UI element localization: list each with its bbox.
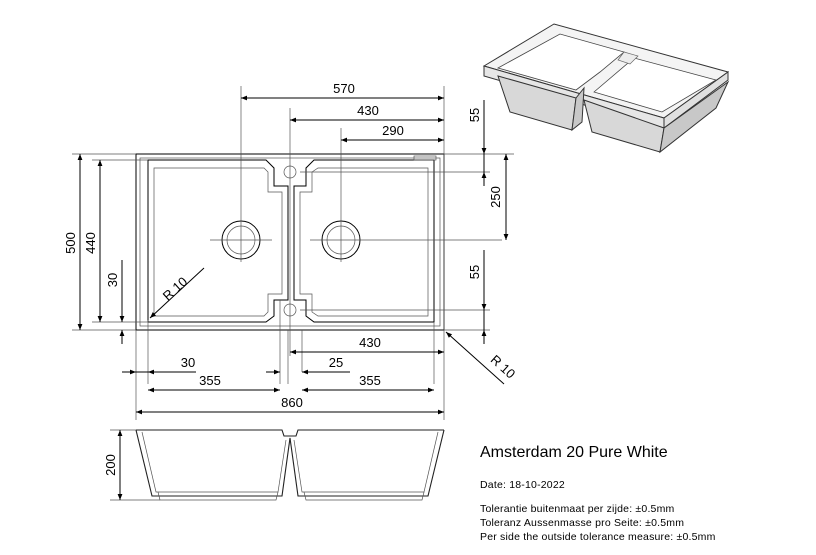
svg-text:55: 55 <box>467 108 482 122</box>
svg-text:R 10: R 10 <box>160 274 190 304</box>
sink-side-section <box>110 429 445 501</box>
sink-3d-preview <box>482 23 730 154</box>
svg-text:25: 25 <box>329 355 343 370</box>
svg-text:55: 55 <box>467 265 482 279</box>
tolerance-dutch: Tolerantie buitenmaat per zijde: ±0.5mm <box>480 503 675 515</box>
dimension-430-top: 430 <box>290 103 444 123</box>
svg-text:290: 290 <box>382 123 404 138</box>
tolerance-english: Per side the outside tolerance measure: … <box>480 531 716 543</box>
dimension-25: 25 <box>266 355 350 375</box>
svg-text:R 10: R 10 <box>488 352 518 382</box>
svg-text:200: 200 <box>103 454 118 476</box>
dimension-200: 200 <box>103 430 123 500</box>
svg-text:355: 355 <box>199 373 221 388</box>
dimension-355-right: 355 <box>302 373 434 393</box>
radius-outer-callout: R 10 <box>445 331 518 385</box>
tolerance-german: Toleranz Aussenmasse pro Seite: ±0.5mm <box>480 517 685 529</box>
dimension-860: 860 <box>136 395 444 415</box>
dimension-570: 570 <box>241 81 444 101</box>
left-bowl <box>147 159 289 323</box>
svg-text:30: 30 <box>181 355 195 370</box>
sink-top-view <box>72 86 514 420</box>
svg-text:355: 355 <box>359 373 381 388</box>
right-bowl <box>293 159 435 323</box>
dimension-355-left: 355 <box>148 373 280 393</box>
radius-inner-callout: R 10 <box>149 267 205 319</box>
svg-text:500: 500 <box>63 232 78 254</box>
svg-text:30: 30 <box>105 273 120 287</box>
svg-text:250: 250 <box>488 186 503 208</box>
dimension-430-bottom: 430 <box>290 335 444 355</box>
dimension-55-top: 55 <box>467 100 487 186</box>
svg-text:430: 430 <box>357 103 379 118</box>
dimension-30-bottom: 30 <box>122 355 196 375</box>
svg-text:570: 570 <box>333 81 355 96</box>
dimension-290: 290 <box>341 123 444 143</box>
svg-text:440: 440 <box>83 232 98 254</box>
dimension-500: 500 <box>63 154 83 330</box>
dimension-30-left: 30 <box>105 260 125 344</box>
product-title: Amsterdam 20 Pure White <box>480 444 668 461</box>
svg-text:860: 860 <box>281 395 303 410</box>
svg-text:430: 430 <box>359 335 381 350</box>
dimension-55-bottom: 55 <box>467 250 487 344</box>
dimension-250: 250 <box>488 154 509 240</box>
drawing-date: Date: 18-10-2022 <box>480 479 565 491</box>
dimension-440: 440 <box>83 160 103 322</box>
